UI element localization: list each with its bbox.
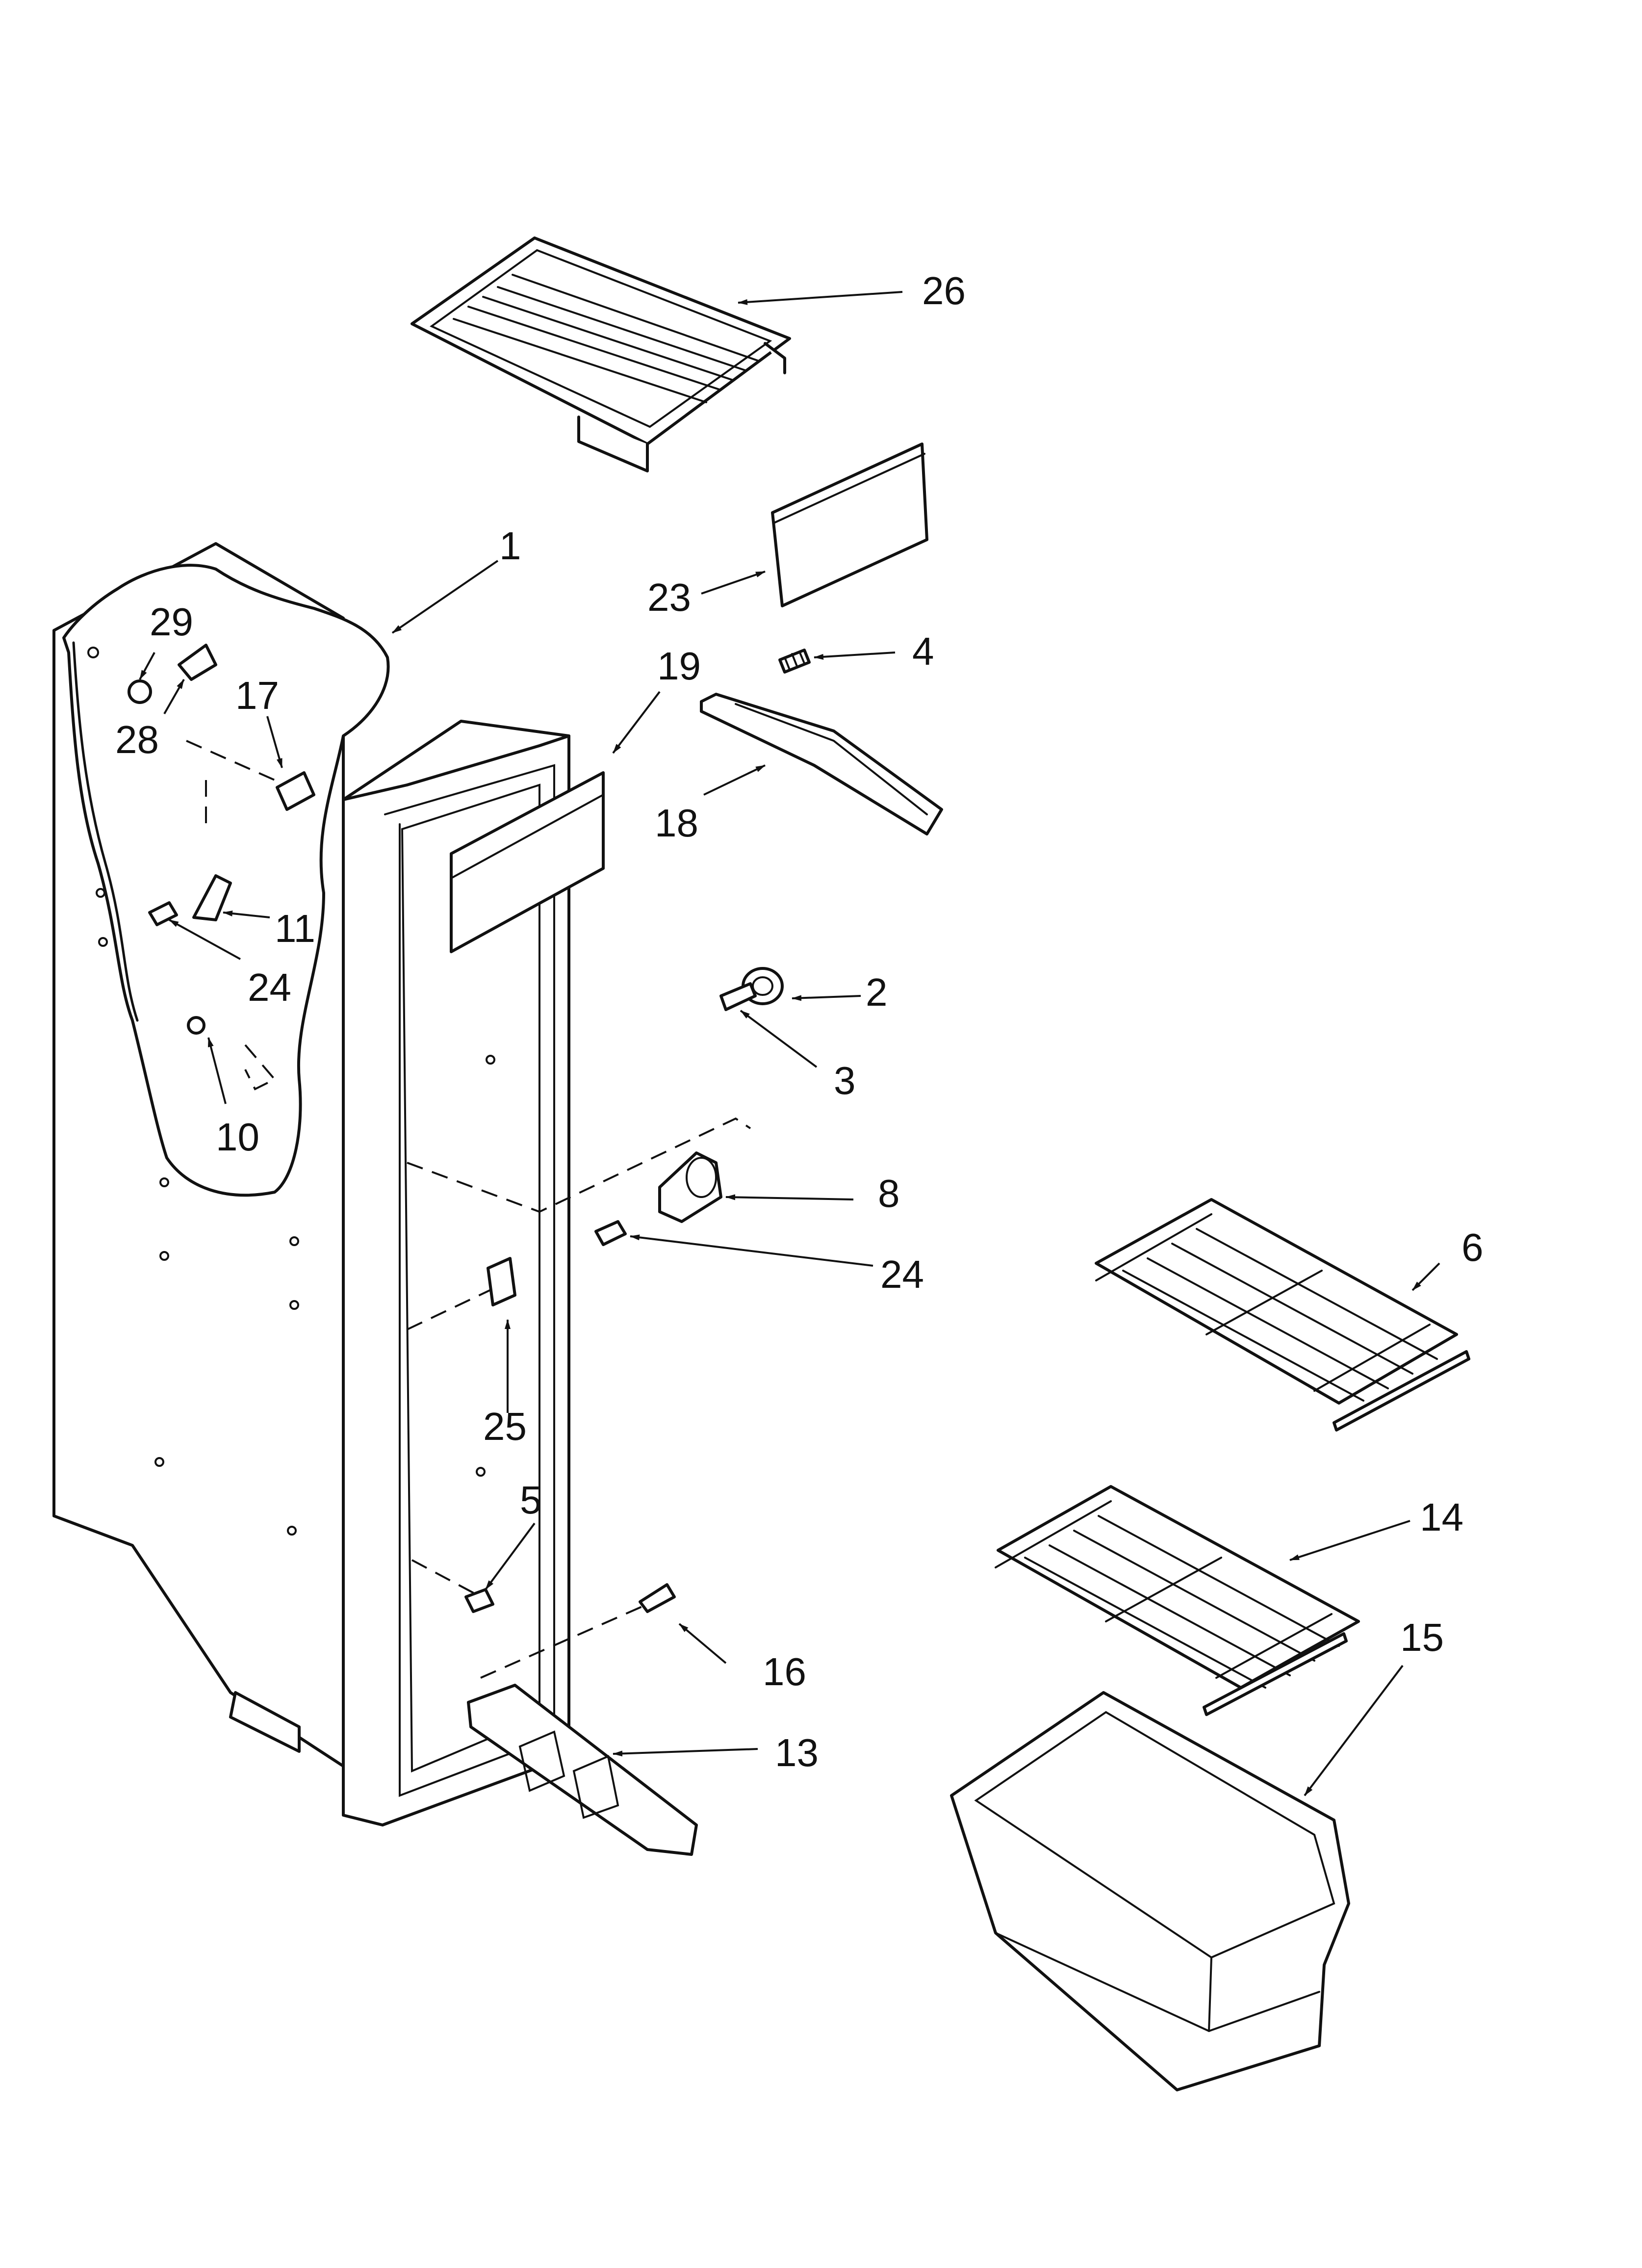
leader-lines bbox=[139, 291, 1440, 1797]
part-17-clip bbox=[276, 771, 315, 811]
callout-11: 11 bbox=[275, 907, 315, 950]
part-16-screw bbox=[639, 1583, 676, 1613]
callout-14: 14 bbox=[1420, 1495, 1463, 1539]
callout-6: 6 bbox=[1462, 1225, 1484, 1269]
part-29-socket bbox=[178, 644, 217, 681]
part-19-strip bbox=[450, 771, 605, 953]
callout-28: 28 bbox=[115, 718, 159, 761]
callout-15: 15 bbox=[1400, 1616, 1444, 1659]
callout-25: 25 bbox=[483, 1405, 527, 1448]
part-13-bracket bbox=[467, 1684, 698, 1856]
callout-24-lower: 24 bbox=[880, 1252, 924, 1296]
part-15-bin bbox=[950, 1691, 1350, 2091]
callout-26: 26 bbox=[922, 269, 966, 313]
part-24-screw-upper bbox=[148, 901, 178, 926]
callout-5: 5 bbox=[520, 1478, 542, 1522]
callout-29: 29 bbox=[150, 600, 193, 644]
part-14-shelf bbox=[995, 1485, 1360, 1716]
part-28-bulb bbox=[128, 679, 152, 704]
part-2-3-leveler bbox=[719, 967, 784, 1011]
part-10-plug bbox=[187, 1016, 205, 1035]
callout-8: 8 bbox=[878, 1172, 900, 1215]
callout-10: 10 bbox=[216, 1115, 259, 1159]
part-23-panel bbox=[771, 443, 928, 607]
cabinet-liner bbox=[52, 542, 751, 1826]
callout-19: 19 bbox=[657, 644, 701, 688]
part-24-screw-lower bbox=[594, 1220, 627, 1246]
callout-18: 18 bbox=[655, 801, 698, 845]
part-4-screw bbox=[778, 649, 811, 674]
callout-labels: 26 1 23 4 19 18 2 3 8 24 6 14 15 16 13 2… bbox=[115, 269, 1484, 1774]
part-18-bracket bbox=[700, 693, 943, 835]
callout-16: 16 bbox=[763, 1650, 806, 1694]
part-8-cam bbox=[658, 1151, 722, 1223]
callout-4: 4 bbox=[912, 629, 934, 673]
part-25-clip bbox=[487, 1257, 516, 1306]
part-6-shelf bbox=[1095, 1198, 1470, 1432]
callout-2: 2 bbox=[866, 970, 888, 1014]
callout-1: 1 bbox=[499, 524, 521, 568]
callout-23: 23 bbox=[647, 575, 691, 619]
callout-24-upper: 24 bbox=[248, 965, 291, 1009]
part-11-bracket bbox=[192, 874, 232, 921]
callout-13: 13 bbox=[775, 1731, 819, 1774]
callout-17: 17 bbox=[235, 674, 279, 717]
part-26-crisper-cover bbox=[410, 236, 791, 472]
part-5-screw bbox=[464, 1588, 494, 1613]
callout-3: 3 bbox=[834, 1059, 856, 1102]
